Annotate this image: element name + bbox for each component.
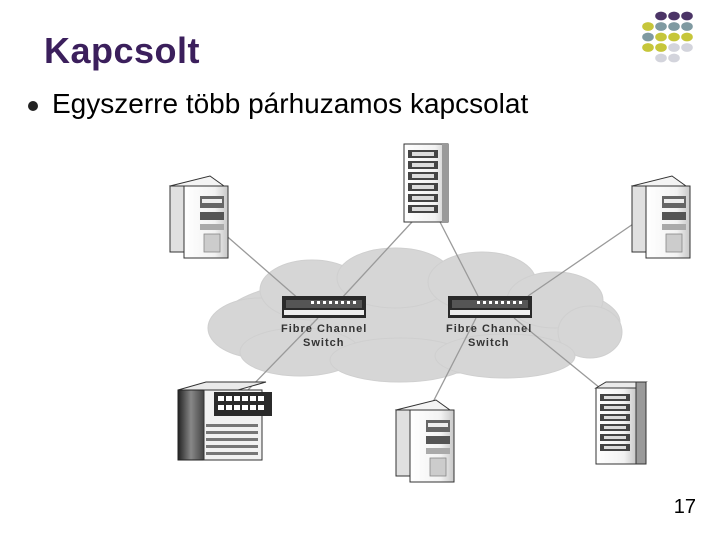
decorative-dot — [655, 11, 667, 21]
link-bottom-server-switch — [431, 317, 477, 405]
link-top-server-switch-right — [439, 221, 479, 297]
decorative-dot — [668, 22, 680, 31]
decorative-dot — [655, 22, 667, 31]
server-rack-top-icon — [403, 143, 449, 223]
slide-title: Kapcsolt — [44, 30, 201, 71]
server-storage-array-icon — [177, 381, 272, 461]
decorative-dot — [681, 11, 693, 21]
decorative-dot — [668, 32, 680, 42]
switch-left-label-line1: Fibre Channel — [281, 323, 367, 335]
network-links — [221, 221, 637, 405]
server-tower-right-icon — [630, 175, 691, 259]
switch-left-label-line2: Switch — [303, 337, 344, 349]
page-number: 17 — [673, 496, 696, 518]
bullet-icon — [28, 101, 38, 111]
link-left-server-switch — [221, 231, 301, 301]
link-rack-switch — [513, 317, 601, 389]
decorative-dot — [655, 43, 667, 52]
bullet-text: Egyszerre több párhuzamos kapcsolat — [52, 88, 529, 119]
decorative-dot — [668, 43, 680, 52]
decorative-dot-grid — [642, 11, 693, 63]
server-tower-left-icon — [168, 175, 229, 259]
decorative-dot — [642, 22, 654, 31]
decorative-dot — [655, 32, 667, 42]
link-bottomleft-server-switch — [245, 317, 319, 393]
decorative-dot — [681, 43, 693, 52]
switch-right-label-line2: Switch — [468, 337, 509, 349]
server-tower-bottom-icon — [394, 399, 455, 483]
server-rack-bottom-icon — [594, 381, 648, 465]
fibre-channel-switch-left: Fibre Channel Switch — [281, 296, 367, 349]
decorative-dot — [642, 43, 654, 52]
decorative-dot — [642, 32, 654, 42]
san-cloud — [207, 247, 623, 383]
link-right-server-switch — [527, 221, 637, 297]
fibre-channel-switch-right: Fibre Channel Switch — [446, 296, 532, 349]
decorative-dot — [681, 32, 693, 42]
decorative-dot — [668, 53, 680, 63]
decorative-dot — [668, 11, 680, 21]
decorative-dot — [681, 22, 693, 31]
link-top-server-switch — [339, 221, 413, 301]
switch-right-label-line1: Fibre Channel — [446, 323, 532, 335]
decorative-dot — [655, 53, 667, 63]
